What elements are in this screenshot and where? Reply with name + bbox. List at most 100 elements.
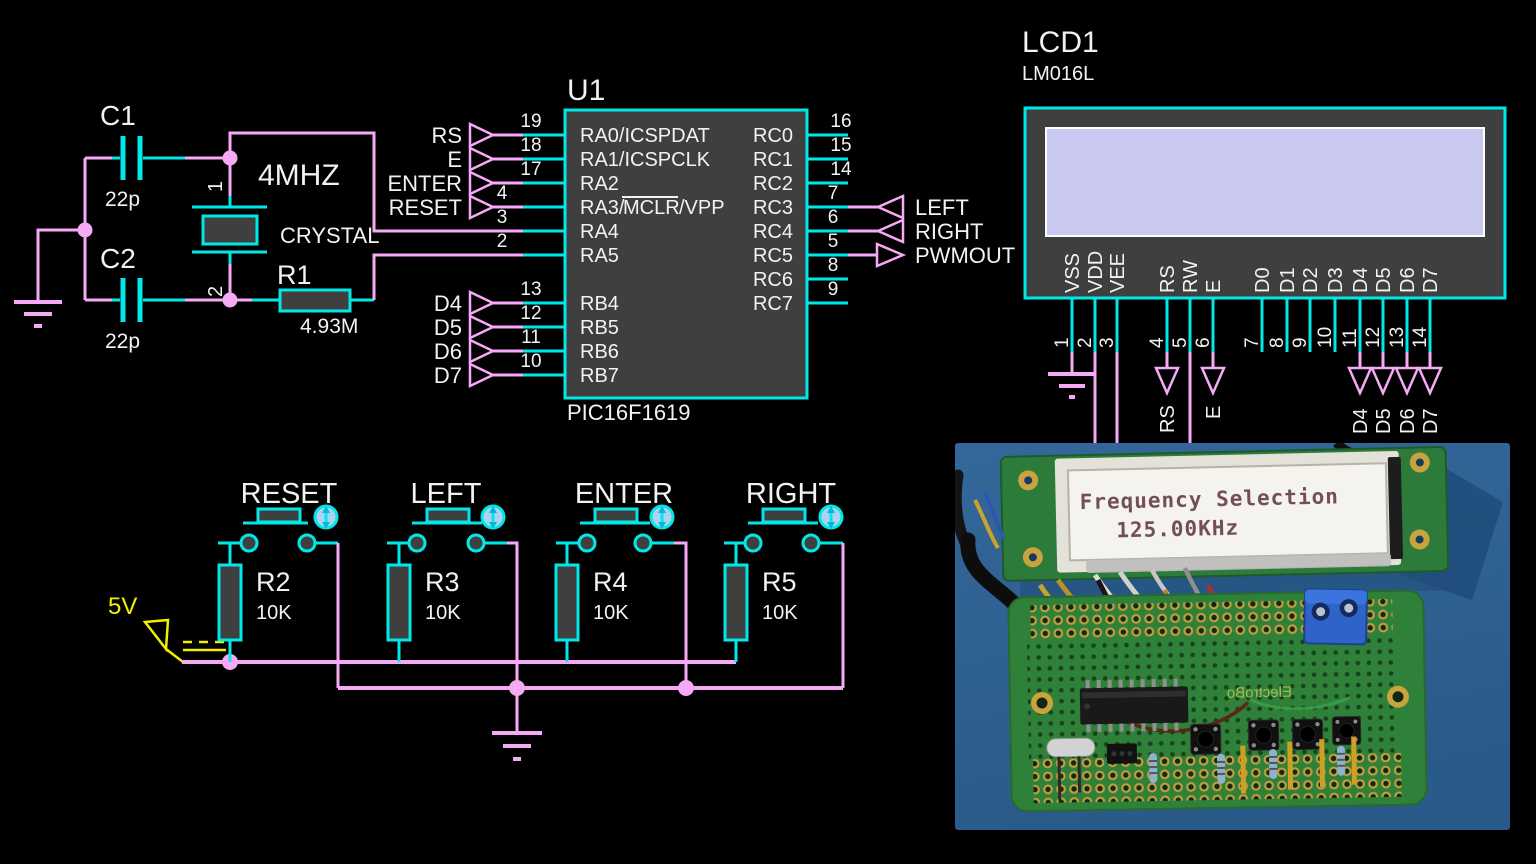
oscillator-circuit: C1 22p C2 22p 1 2 4MHZ CRYSTAL R1 4.93M [14, 100, 523, 353]
pin-name: RB4 [580, 293, 619, 315]
net-label-enter: ENTER [387, 171, 462, 196]
pin-name: RC2 [753, 173, 793, 195]
photo-perfboard: ElectroBo [1007, 588, 1428, 813]
pin-name: RW [1180, 260, 1202, 293]
pin-number: 7 [1242, 337, 1263, 348]
u1-part-label: PIC16F1619 [567, 400, 691, 425]
pin-number: 17 [520, 159, 541, 180]
lcd-screen-area [1045, 127, 1485, 237]
pin-name: RA3/ [580, 197, 625, 219]
pin-number: 14 [830, 159, 852, 180]
ground-symbol [1048, 372, 1096, 399]
input-flag-icon [468, 290, 496, 316]
r1-value-label: 4.93M [300, 315, 358, 338]
pin-name: RC5 [753, 245, 793, 267]
mcu-u1: U1 PIC16F1619 19 18 17 4 3 2 13 12 11 10… [387, 74, 1015, 425]
green-trace [1249, 696, 1351, 711]
photo-resistors [1148, 745, 1346, 784]
pin-number: 6 [828, 207, 839, 228]
pin-name: RA2 [580, 173, 619, 195]
pin-number: 11 [1340, 328, 1361, 348]
pin-number: 19 [520, 111, 541, 132]
u1-right-pins: 16 15 14 7 6 5 8 9 RC0 RC1 RC2 RC3 RC4 R… [753, 111, 852, 315]
r3-value-label: 10K [425, 602, 461, 624]
pin-name: RA1/ICSPCLK [580, 149, 711, 171]
pin-name: RC4 [753, 221, 793, 243]
pin-name: D1 [1277, 267, 1299, 293]
r1-body [278, 288, 352, 313]
pin-number: 5 [1170, 337, 1191, 348]
pin-number: 9 [1290, 337, 1311, 348]
screw-terminal [1303, 588, 1368, 646]
button-terminal [239, 533, 259, 553]
ground-symbol [14, 300, 62, 328]
pin-name: VDD [1085, 251, 1107, 293]
button-terminal [801, 533, 821, 553]
output-flag-icon [875, 242, 907, 268]
arrow-down-icon [827, 522, 835, 529]
power-flag-icon [142, 618, 170, 653]
pin-number: 16 [830, 111, 851, 132]
arrow-down-icon [489, 522, 497, 529]
pin-name: RC6 [753, 269, 793, 291]
lcd-bottom-flags: RS E D4 D5 D6 D7 [1154, 352, 1443, 434]
r2-ref-label: R2 [256, 567, 291, 597]
pin-number: 18 [520, 135, 541, 156]
net-label-rs: RS [431, 123, 462, 148]
dip-ic [1079, 678, 1189, 733]
pin-name: RB7 [580, 365, 619, 387]
net-label-d4: D4 [434, 291, 462, 316]
lcd-metal-strip [1086, 553, 1392, 573]
button-cap [256, 507, 302, 524]
button-terminal [297, 533, 317, 553]
wire-to-board [1093, 352, 1192, 448]
c1-value-label: 22p [105, 188, 140, 211]
u1-ref-label: U1 [567, 74, 605, 107]
pin-number: 10 [520, 351, 541, 372]
input-flag-icon [1417, 366, 1443, 397]
pin-name-mclr: MCLR [623, 197, 680, 219]
input-flag-icon [468, 194, 496, 220]
button-terminal [466, 533, 486, 553]
lcd-display-line1: Frequency Selection [1079, 484, 1339, 514]
pin-number: 5 [828, 231, 839, 252]
pin-name: VSS [1062, 253, 1084, 293]
net-label-left: LEFT [915, 195, 969, 220]
pin-number: 12 [1363, 327, 1384, 348]
resistor-r1: R1 4.93M [230, 260, 374, 338]
crystal-pin1-number: 1 [205, 181, 227, 192]
net-label-d4: D4 [1350, 408, 1372, 434]
pin-number: 3 [497, 207, 508, 228]
r5-body [723, 563, 749, 642]
button-label: LEFT [411, 478, 482, 510]
board-silkscreen-text: ElectroBo [1227, 684, 1292, 702]
wire [36, 228, 85, 302]
r5-value-label: 10K [762, 602, 798, 624]
pin-number: 13 [1387, 327, 1408, 348]
crystal-part-label: CRYSTAL [280, 223, 379, 248]
c1-ref-label: C1 [100, 100, 136, 131]
net-label-d5: D5 [1373, 408, 1395, 434]
button-terminal [407, 533, 427, 553]
button-cap [425, 507, 471, 524]
lcd-pin-names: VSS VDD VEE RS RW E D0 D1 D2 D3 D4 D5 D6… [1062, 251, 1442, 293]
input-flag-icon [874, 218, 905, 244]
r3-ref-label: R3 [425, 567, 460, 597]
pin-name: D2 [1300, 267, 1322, 293]
tactile-button [1331, 716, 1362, 746]
pin-name: E [1203, 280, 1225, 293]
pin-number: 9 [828, 279, 839, 300]
pin-number: 2 [1075, 337, 1096, 348]
tactile-button [1247, 719, 1280, 751]
arrow-up-icon [322, 506, 330, 513]
arrow-down-icon [658, 522, 666, 529]
button-left: LEFT R3 10K [386, 478, 519, 688]
pin-name: /VPP [679, 197, 725, 219]
lcd-symbol: LCD1 LM016L VSS VDD VEE RS RW E D0 D1 D2… [1022, 26, 1507, 448]
button-right: RIGHT R5 10K [723, 478, 845, 688]
pin-name: RC1 [753, 149, 793, 171]
net-label-rs: RS [1157, 405, 1179, 433]
pin-number: 8 [1267, 337, 1288, 348]
pin-number: 6 [1193, 337, 1214, 348]
button-label: RESET [241, 478, 338, 510]
